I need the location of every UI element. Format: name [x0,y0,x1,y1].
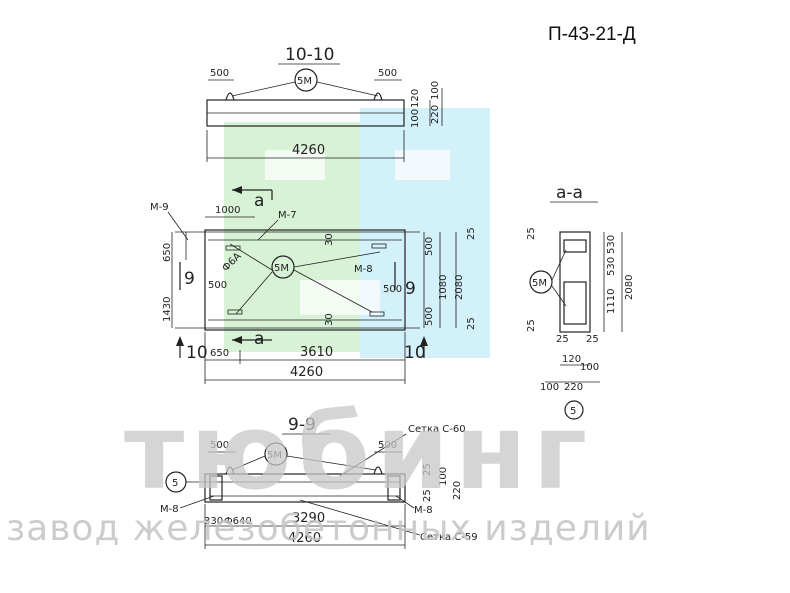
logo-white-cut-2 [395,150,450,180]
plan-dim-650-bot: 650 [210,348,229,359]
plan-dim-3610: 3610 [300,345,333,360]
s10-dim-500-left: 500 [210,68,229,79]
section-a-title: а-а [556,183,583,203]
plan-dim-25-bot: 25 [466,317,477,330]
s9-dim-330: 330 [204,516,223,527]
plan-dim-500-r1: 500 [383,284,402,295]
plan-dim-1000: 1000 [215,205,240,216]
watermark-brand: тюбинг [124,391,593,513]
plan-a-bottom: а [254,329,264,349]
plan-a-top: а [254,191,264,211]
s9-mesh-top: Сетка С-60 [408,424,466,435]
s9-mesh-bottom: Сетка С-59 [420,532,478,543]
plan-10-left: 10 [186,343,208,363]
watermark-tagline: завод железобетонных изделий [6,508,651,549]
watermark-logo [224,108,490,358]
section-a-a: а-а 5М 530 1110 530 2080 25 25 25 25 120… [526,183,635,420]
s9-dim-3290: 3290 [292,511,325,526]
plan-dim-2080: 2080 [454,275,465,300]
plan-mark-m9: М-9 [150,202,169,213]
s9-dim-f640: Ф640 [224,516,252,527]
plan-view: а а 1000 М-9 М-7 М-8 Ф6А 5М 650 1430 500 [150,186,477,384]
sa-dim-220: 220 [564,382,583,393]
s9-mark-left: М-8 [160,504,179,515]
s9-mark-right: М-8 [414,505,433,516]
section-9-title: 9-9 [288,415,316,435]
plan-9-left: 9 [184,269,195,289]
plan-10-right: 10 [404,343,426,363]
section-10-title: 10-10 [285,45,334,65]
s9-dim-220: 220 [452,481,463,500]
sa-dim-100-l: 100 [540,382,559,393]
plan-loop-tag: 5М [274,263,289,274]
s10-dim-100: 100 [410,109,421,128]
plan-dim-500-r2: 500 [424,237,435,256]
plan-dim-500-r3: 500 [424,307,435,326]
s9-dim-4260: 4260 [288,531,321,546]
plan-9-right: 9 [405,279,416,299]
s10-dim-220: 220 [430,105,441,124]
plan-dim-30-b: 30 [324,313,335,326]
s10-loop-tag-circle [294,68,318,92]
s9-callout-5: 5 [172,478,178,489]
drawing-code: П-43-21-Д [548,24,636,45]
sa-dim-530-bot: 530 [606,257,617,276]
section-a-loop-tag: 5М [532,278,547,289]
s9-dim-500-left: 500 [210,440,229,451]
plan-dim-25-top: 25 [466,227,477,240]
s9-dim-25-a: 25 [422,463,433,476]
s10-loop-tag: 5М [297,76,312,87]
sa-callout-5: 5 [570,406,576,417]
plan-mark-m7: М-7 [278,210,297,221]
plan-dim-30-a: 30 [324,233,335,246]
s10-dim-500-right: 500 [378,68,397,79]
sa-dim-2080: 2080 [624,275,635,300]
logo-white-cut-1 [265,150,325,180]
s9-loop-tag: 5М [267,450,282,461]
section-9-9: 9-9 500 500 5М Сетка С-60 Сетка С-59 5 М… [160,415,478,549]
s9-dim-25-b: 25 [422,489,433,502]
sa-dim-1110: 1110 [606,289,617,314]
sa-dim-25-top: 25 [526,227,537,240]
section-10-10: 10-10 500 500 5М 4260 100 120 220 100 [206,45,443,162]
sa-dim-100-r: 100 [580,362,599,373]
sa-dim-120: 120 [562,354,581,365]
s10-dim-100b: 100 [430,81,441,100]
sa-dim-25-l: 25 [556,334,569,345]
plan-dim-1430: 1430 [162,297,173,322]
plan-dim-650-left: 650 [162,243,173,262]
plan-dim-1080: 1080 [438,275,449,300]
sa-dim-530-top: 530 [606,235,617,254]
s10-dim-4260: 4260 [292,143,325,158]
plan-dim-500-left: 500 [208,280,227,291]
sa-dim-25-bot: 25 [526,319,537,332]
plan-mark-m8: М-8 [354,264,373,275]
sa-dim-25-r: 25 [586,334,599,345]
s9-dim-100: 100 [438,467,449,486]
s10-dim-120: 120 [410,89,421,108]
plan-dim-4260: 4260 [290,365,323,380]
